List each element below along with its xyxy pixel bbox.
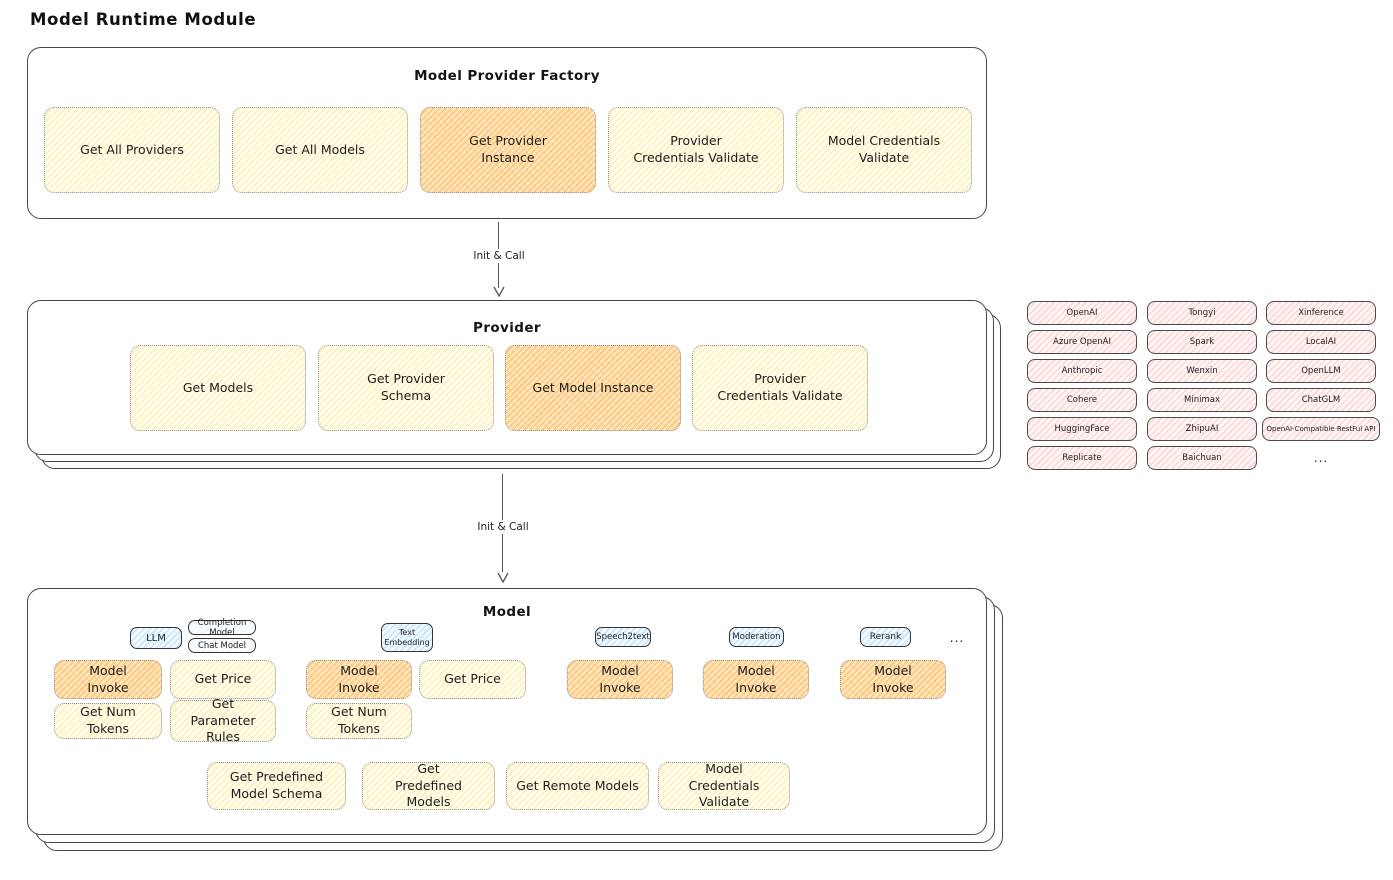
factory-item-get-provider-instance: Get Provider Instance [420,107,596,193]
provider-chip-xinference: Xinference [1266,301,1376,325]
init-call-label-2: Init & Call [471,520,535,534]
providers-grid-ellipsis: ... [1313,451,1329,465]
provider-chip-cohere: Cohere [1027,388,1137,412]
factory-item-get-all-models: Get All Models [232,107,408,193]
provider-chip-spark: Spark [1147,330,1257,354]
provider-chip-baichuan: Baichuan [1147,446,1257,470]
provider-chip-openai: OpenAI [1027,301,1137,325]
provider-title: Provider [473,320,541,336]
provider-chip-zhipuai: ZhipuAI [1147,417,1257,441]
provider-chip-localai: LocalAI [1266,330,1376,354]
tab-text-embedding: Text Embedding [381,623,433,652]
tab-completion-model: Completion Model [188,618,256,638]
tabs-ellipsis: ... [949,631,965,645]
factory-title: Model Provider Factory [414,68,600,84]
factory-item-model-credentials-validate: Model Credentials Validate [796,107,972,193]
moderation-model-invoke: Model Invoke [703,660,809,699]
tab-chat-model: Chat Model [188,638,256,653]
provider-chip-openai-compatible-restful-api: OpenAI-Compatible RestFul API [1262,417,1380,441]
provider-chip-chatglm: ChatGLM [1266,388,1376,412]
llm-get-price: Get Price [170,660,276,699]
llm-model-invoke: Model Invoke [54,660,162,699]
model-credentials-validate: Model Credentials Validate [658,761,790,810]
get-predefined-model-schema: Get Predefined Model Schema [207,762,346,810]
speech2text-model-invoke: Model Invoke [567,660,673,699]
provider-item-provider-credentials-validate: Provider Credentials Validate [692,345,868,431]
provider-chip-minimax: Minimax [1147,388,1257,412]
provider-chip-anthropic: Anthropic [1027,359,1137,383]
rerank-model-invoke: Model Invoke [840,660,946,699]
provider-item-get-models: Get Models [130,345,306,431]
init-call-label-1: Init & Call [467,249,531,263]
llm-get-parameter-rules: Get Parameter Rules [170,696,276,744]
provider-item-get-model-instance: Get Model Instance [505,345,681,431]
provider-chip-azure-openai: Azure OpenAI [1027,330,1137,354]
llm-get-num-tokens: Get Num Tokens [54,703,162,739]
tab-speech2text: Speech2text [595,627,651,647]
get-predefined-models: Get Predefined Models [362,761,495,810]
provider-chip-replicate: Replicate [1027,446,1137,470]
provider-chip-wenxin: Wenxin [1147,359,1257,383]
tab-moderation: Moderation [729,627,784,647]
provider-item-get-provider-schema: Get Provider Schema [318,345,494,431]
get-remote-models: Get Remote Models [506,762,649,810]
factory-item-get-all-providers: Get All Providers [44,107,220,193]
tab-llm: LLM [130,627,182,649]
text-embedding-get-num-tokens: Get Num Tokens [306,703,412,739]
provider-chip-tongyi: Tongyi [1147,301,1257,325]
page-title: Model Runtime Module [30,10,257,29]
model-title: Model [482,604,532,620]
provider-chip-openllm: OpenLLM [1266,359,1376,383]
text-embedding-model-invoke: Model Invoke [306,660,412,699]
factory-item-provider-credentials-validate: Provider Credentials Validate [608,107,784,193]
arrow-down-icon [496,568,510,587]
arrow-down-icon [492,282,506,301]
tab-rerank: Rerank [860,627,911,647]
provider-chip-huggingface: HuggingFace [1027,417,1137,441]
text-embedding-get-price: Get Price [419,660,526,699]
